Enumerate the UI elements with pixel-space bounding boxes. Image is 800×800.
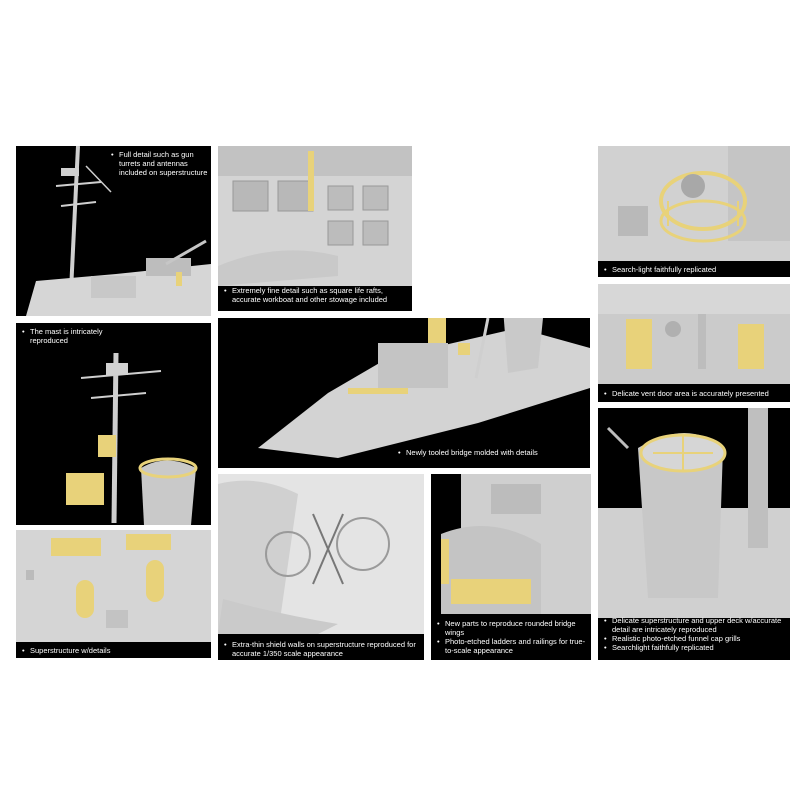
caption-line: Extra-thin shield walls on superstructur… bbox=[224, 640, 422, 658]
caption-line: Full detail such as gun turrets and ante… bbox=[111, 150, 209, 177]
bridge-image bbox=[258, 318, 590, 458]
panel-bridge: Newly tooled bridge molded with details bbox=[218, 318, 590, 468]
caption-line: New parts to reproduce rounded bridge wi… bbox=[437, 619, 589, 637]
panel-mast-detail: Full detail such as gun turrets and ante… bbox=[16, 146, 211, 316]
funnel-image bbox=[598, 408, 790, 618]
mast-detail-image bbox=[26, 146, 211, 316]
caption-line: Delicate superstructure and upper deck w… bbox=[604, 616, 788, 634]
panel-mast-intricate: The mast is intricately reproduced bbox=[16, 323, 211, 525]
caption-line: Photo-etched ladders and railings for tr… bbox=[437, 637, 589, 655]
caption-line: Delicate vent door area is accurately pr… bbox=[604, 389, 788, 398]
vent-door-image bbox=[598, 284, 790, 384]
caption-line: Searchlight faithfully replicated bbox=[604, 643, 788, 652]
caption-line: Superstructure w/details bbox=[22, 646, 208, 655]
caption-line: Newly tooled bridge molded with details bbox=[398, 448, 588, 457]
caption-line: Extremely fine detail such as square lif… bbox=[224, 286, 410, 304]
caption-line: The mast is intricately reproduced bbox=[22, 327, 142, 345]
bridge-wings-caption: New parts to reproduce rounded bridge wi… bbox=[437, 619, 589, 655]
panel-superstructure: Superstructure w/details bbox=[16, 530, 211, 658]
vent-door-caption: Delicate vent door area is accurately pr… bbox=[604, 389, 788, 398]
bridge-caption: Newly tooled bridge molded with details bbox=[398, 448, 588, 457]
funnel-caption: Delicate superstructure and upper deck w… bbox=[604, 616, 788, 652]
mast-detail-caption: Full detail such as gun turrets and ante… bbox=[111, 150, 209, 177]
panel-vent-door: Delicate vent door area is accurately pr… bbox=[598, 284, 790, 402]
shield-walls-caption: Extra-thin shield walls on superstructur… bbox=[224, 640, 422, 658]
shield-walls-image bbox=[218, 474, 424, 634]
superstructure-caption: Superstructure w/details bbox=[22, 646, 208, 655]
caption-line: Realistic photo-etched funnel cap grills bbox=[604, 634, 788, 643]
bridge-wings-image bbox=[441, 474, 591, 614]
caption-line: Search-light faithfully replicated bbox=[604, 265, 788, 274]
panel-shield-walls: Extra-thin shield walls on superstructur… bbox=[218, 474, 424, 660]
life-rafts-image bbox=[218, 146, 412, 286]
searchlight-image bbox=[598, 146, 790, 261]
mast-intricate-image bbox=[66, 352, 198, 525]
panel-searchlight: Search-light faithfully replicated bbox=[598, 146, 790, 277]
panel-life-rafts: Extremely fine detail such as square lif… bbox=[218, 146, 412, 311]
superstructure-image bbox=[16, 530, 211, 642]
life-rafts-caption: Extremely fine detail such as square lif… bbox=[224, 286, 410, 304]
searchlight-caption: Search-light faithfully replicated bbox=[604, 265, 788, 274]
panel-bridge-wings: New parts to reproduce rounded bridge wi… bbox=[431, 474, 591, 660]
mast-intricate-caption: The mast is intricately reproduced bbox=[22, 327, 142, 345]
panel-funnel: Delicate superstructure and upper deck w… bbox=[598, 408, 790, 660]
